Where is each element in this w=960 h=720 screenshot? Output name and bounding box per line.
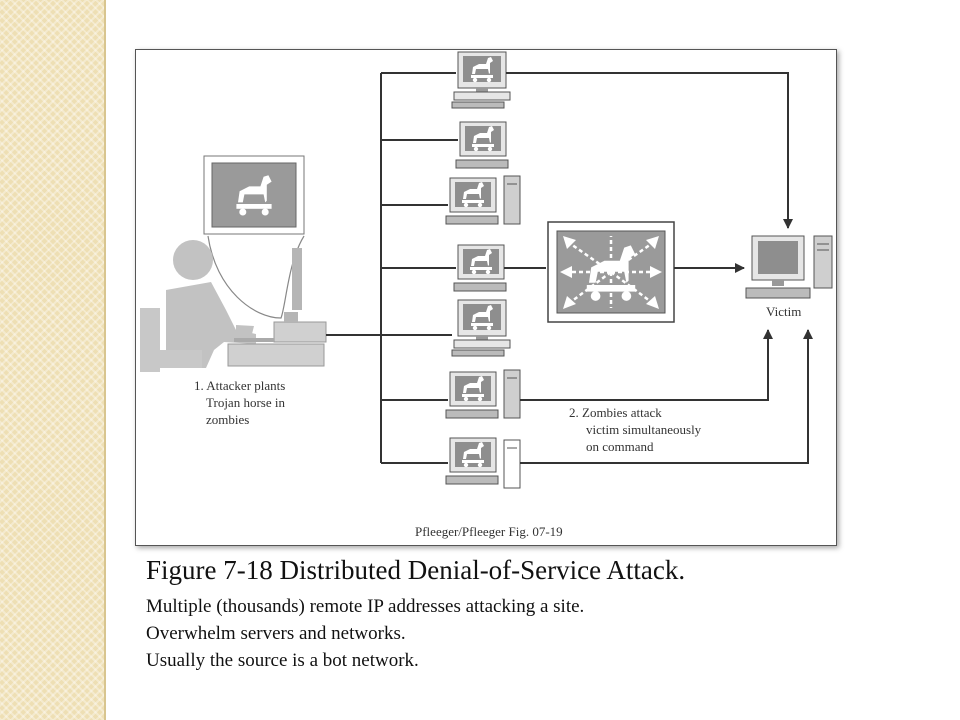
victim-label: Victim bbox=[766, 304, 801, 319]
step1-line: 1. Attacker plants bbox=[194, 378, 285, 393]
step1-label: 1. Attacker plants Trojan horse in zombi… bbox=[194, 378, 289, 427]
caption-title: Figure 7-18 Distributed Denial-of-Servic… bbox=[146, 555, 686, 585]
zombie-attack-illustration bbox=[547, 221, 675, 323]
step2-line: on command bbox=[586, 439, 654, 454]
ddos-diagram: 1. Attacker plants Trojan horse in zombi… bbox=[140, 51, 833, 539]
victim-computer bbox=[745, 235, 833, 299]
step1-line: zombies bbox=[206, 412, 249, 427]
step2-line: victim simultaneously bbox=[586, 422, 702, 437]
caption-line: Usually the source is a bot network. bbox=[146, 650, 419, 671]
caption-line: Multiple (thousands) remote IP addresses… bbox=[146, 596, 585, 617]
attack-arrows bbox=[504, 72, 813, 464]
control-lines bbox=[326, 72, 458, 464]
step2-label: 2. Zombies attack victim simultaneously … bbox=[569, 405, 704, 454]
attacker-figure bbox=[140, 155, 327, 372]
figure-caption: Figure 7-18 Distributed Denial-of-Servic… bbox=[146, 553, 906, 674]
caption-line: Overwhelm servers and networks. bbox=[146, 623, 406, 644]
step1-line: Trojan horse in bbox=[206, 395, 285, 410]
source-credit: Pfleeger/Pfleeger Fig. 07-19 bbox=[415, 524, 563, 539]
ddos-diagram-figure: 1. Attacker plants Trojan horse in zombi… bbox=[135, 49, 837, 546]
zombie-computers bbox=[445, 51, 521, 489]
step2-line: 2. Zombies attack bbox=[569, 405, 662, 420]
decorative-side-strip bbox=[0, 0, 106, 720]
